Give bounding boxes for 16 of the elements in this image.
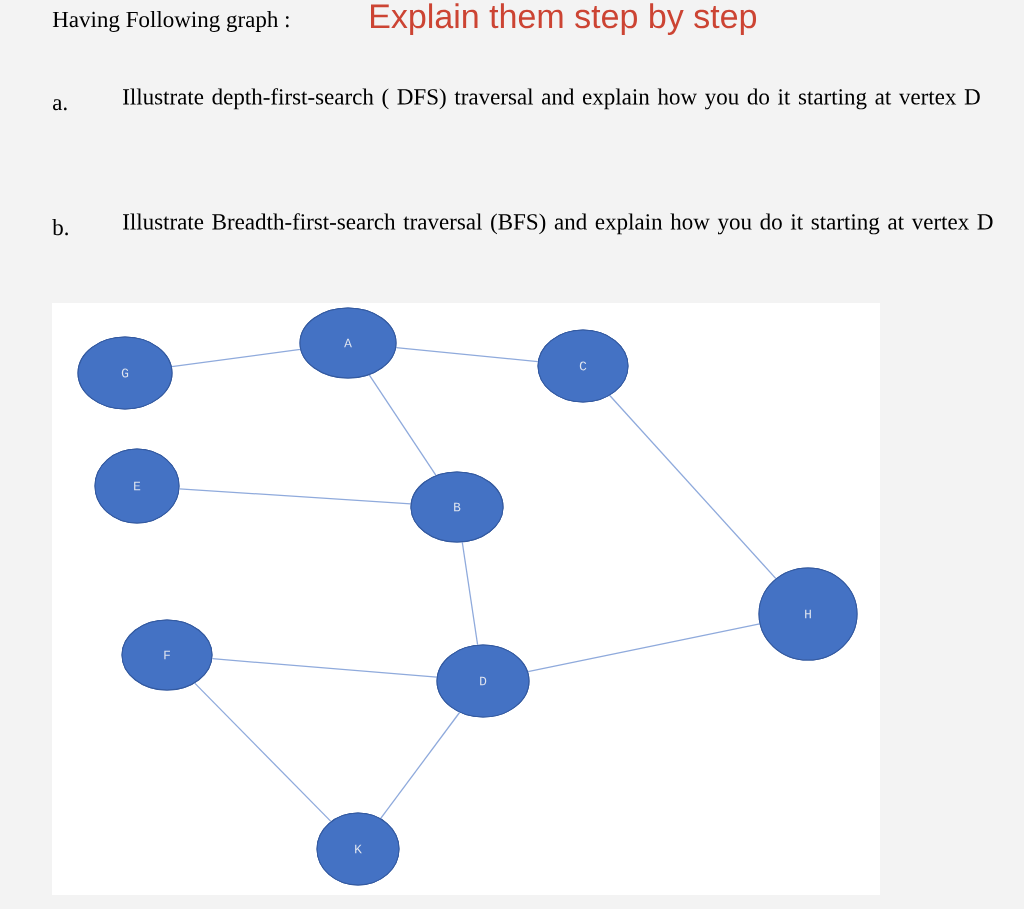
edge-line — [395, 347, 539, 363]
edge-line — [461, 541, 479, 646]
edge-line — [178, 488, 412, 505]
edge-line — [380, 711, 461, 820]
question-text: Illustrate Breadth-first-search traversal (BFS) and explain how you do it starting at vertex D — [123, 213, 993, 235]
edge-line — [171, 348, 301, 368]
edge-line — [368, 374, 437, 476]
heading: Having Following graph : — [52, 11, 289, 32]
question-text: Illustrate depth-first-search ( DFS) traversal and explain how you do it starting at vertex D — [123, 88, 980, 110]
heading: Explain them step by step — [371, 3, 757, 36]
list-marker: b. — [52, 219, 68, 236]
edge-line — [194, 682, 332, 823]
list-marker: a. — [53, 99, 67, 111]
edge-line — [211, 658, 438, 678]
edge-line — [527, 623, 761, 673]
edge-line — [609, 394, 777, 580]
